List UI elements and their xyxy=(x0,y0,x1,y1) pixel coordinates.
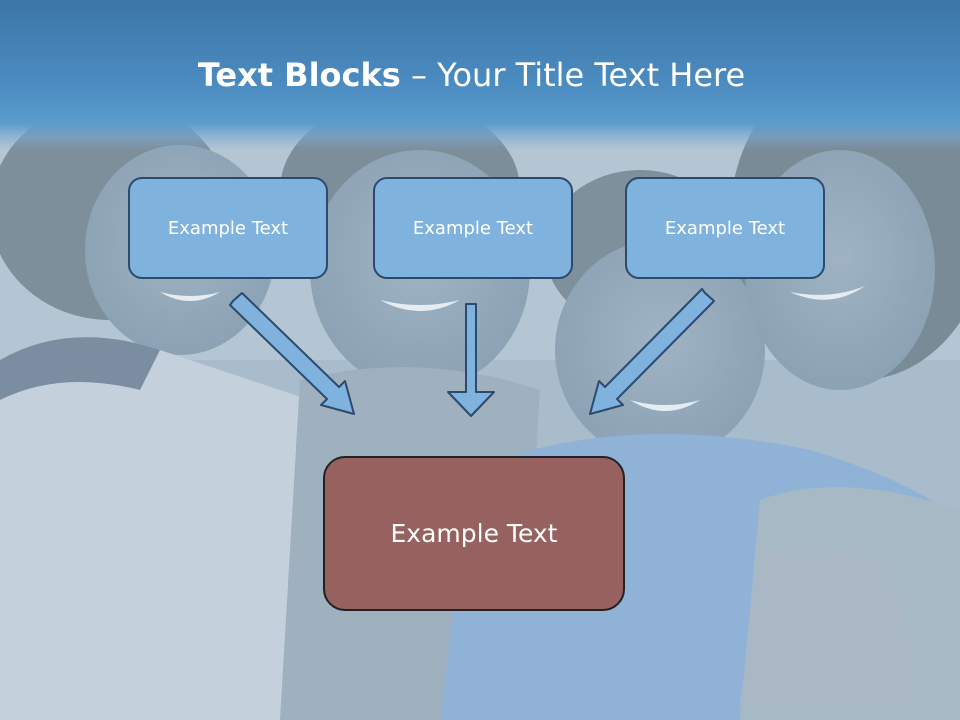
text-block-3[interactable]: Example Text xyxy=(625,177,825,279)
title-band xyxy=(0,0,960,150)
arrow-down-left-icon xyxy=(589,288,715,415)
text-block-2[interactable]: Example Text xyxy=(373,177,573,279)
result-text-block[interactable]: Example Text xyxy=(323,456,625,611)
title-bold-part: Text Blocks xyxy=(197,56,401,94)
arrow-down-right-icon xyxy=(229,292,355,415)
slide-title: Text Blocks – Your Title Text Here xyxy=(0,52,943,98)
text-block-1[interactable]: Example Text xyxy=(128,177,328,279)
title-rest-part: – Your Title Text Here xyxy=(400,56,746,94)
arrow-down-icon xyxy=(447,303,495,417)
